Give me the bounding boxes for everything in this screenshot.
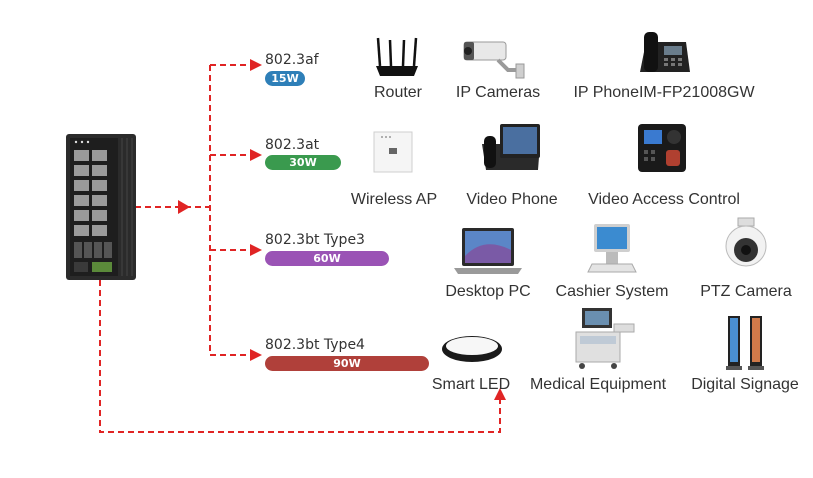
arrowhead bbox=[178, 200, 190, 214]
device-label: IP PhoneIM-FP21008GW bbox=[573, 84, 755, 101]
power-badge: 30W bbox=[265, 155, 341, 170]
arrowhead bbox=[250, 149, 262, 161]
video-phone-icon bbox=[482, 124, 540, 170]
device-label: Router bbox=[373, 84, 423, 101]
power-badge: 60W bbox=[265, 251, 389, 266]
ip-camera-icon bbox=[463, 41, 525, 79]
laptop-icon bbox=[454, 228, 522, 274]
device-label: Smart LED bbox=[431, 376, 511, 393]
device-label: Cashier System bbox=[555, 283, 669, 300]
wireless-ap-icon bbox=[373, 131, 413, 173]
standard-label: 802.3at bbox=[265, 137, 320, 153]
arrowhead bbox=[250, 59, 262, 71]
device-label: PTZ Camera bbox=[700, 283, 792, 300]
standard-label: 802.3bt Type3 bbox=[265, 232, 365, 248]
power-badge: 90W bbox=[265, 356, 429, 371]
device-label: Desktop PC bbox=[445, 283, 531, 300]
arrowhead bbox=[250, 244, 262, 256]
router-icon bbox=[376, 37, 418, 76]
standard-label: 802.3bt Type4 bbox=[265, 337, 365, 353]
ip-phone-icon bbox=[640, 32, 690, 72]
arrowhead bbox=[494, 388, 506, 400]
device-label: Video Access Control bbox=[588, 191, 740, 208]
ptz-camera-icon bbox=[725, 217, 767, 267]
device-label: Video Phone bbox=[466, 191, 558, 208]
device-label: Digital Signage bbox=[691, 376, 799, 393]
medical-equipment-icon bbox=[575, 308, 635, 369]
signage-icon bbox=[726, 316, 764, 370]
standard-label: 802.3af bbox=[265, 52, 319, 68]
arrowhead bbox=[250, 349, 262, 361]
poe-switch-icon bbox=[66, 134, 136, 280]
device-label: Medical Equipment bbox=[529, 376, 667, 393]
ceiling-light-icon bbox=[442, 336, 502, 362]
device-label: IP Cameras bbox=[455, 84, 541, 101]
power-badge: 15W bbox=[265, 71, 305, 86]
access-control-icon bbox=[638, 124, 686, 172]
cashier-icon bbox=[587, 224, 637, 273]
device-label: Wireless AP bbox=[350, 191, 438, 208]
